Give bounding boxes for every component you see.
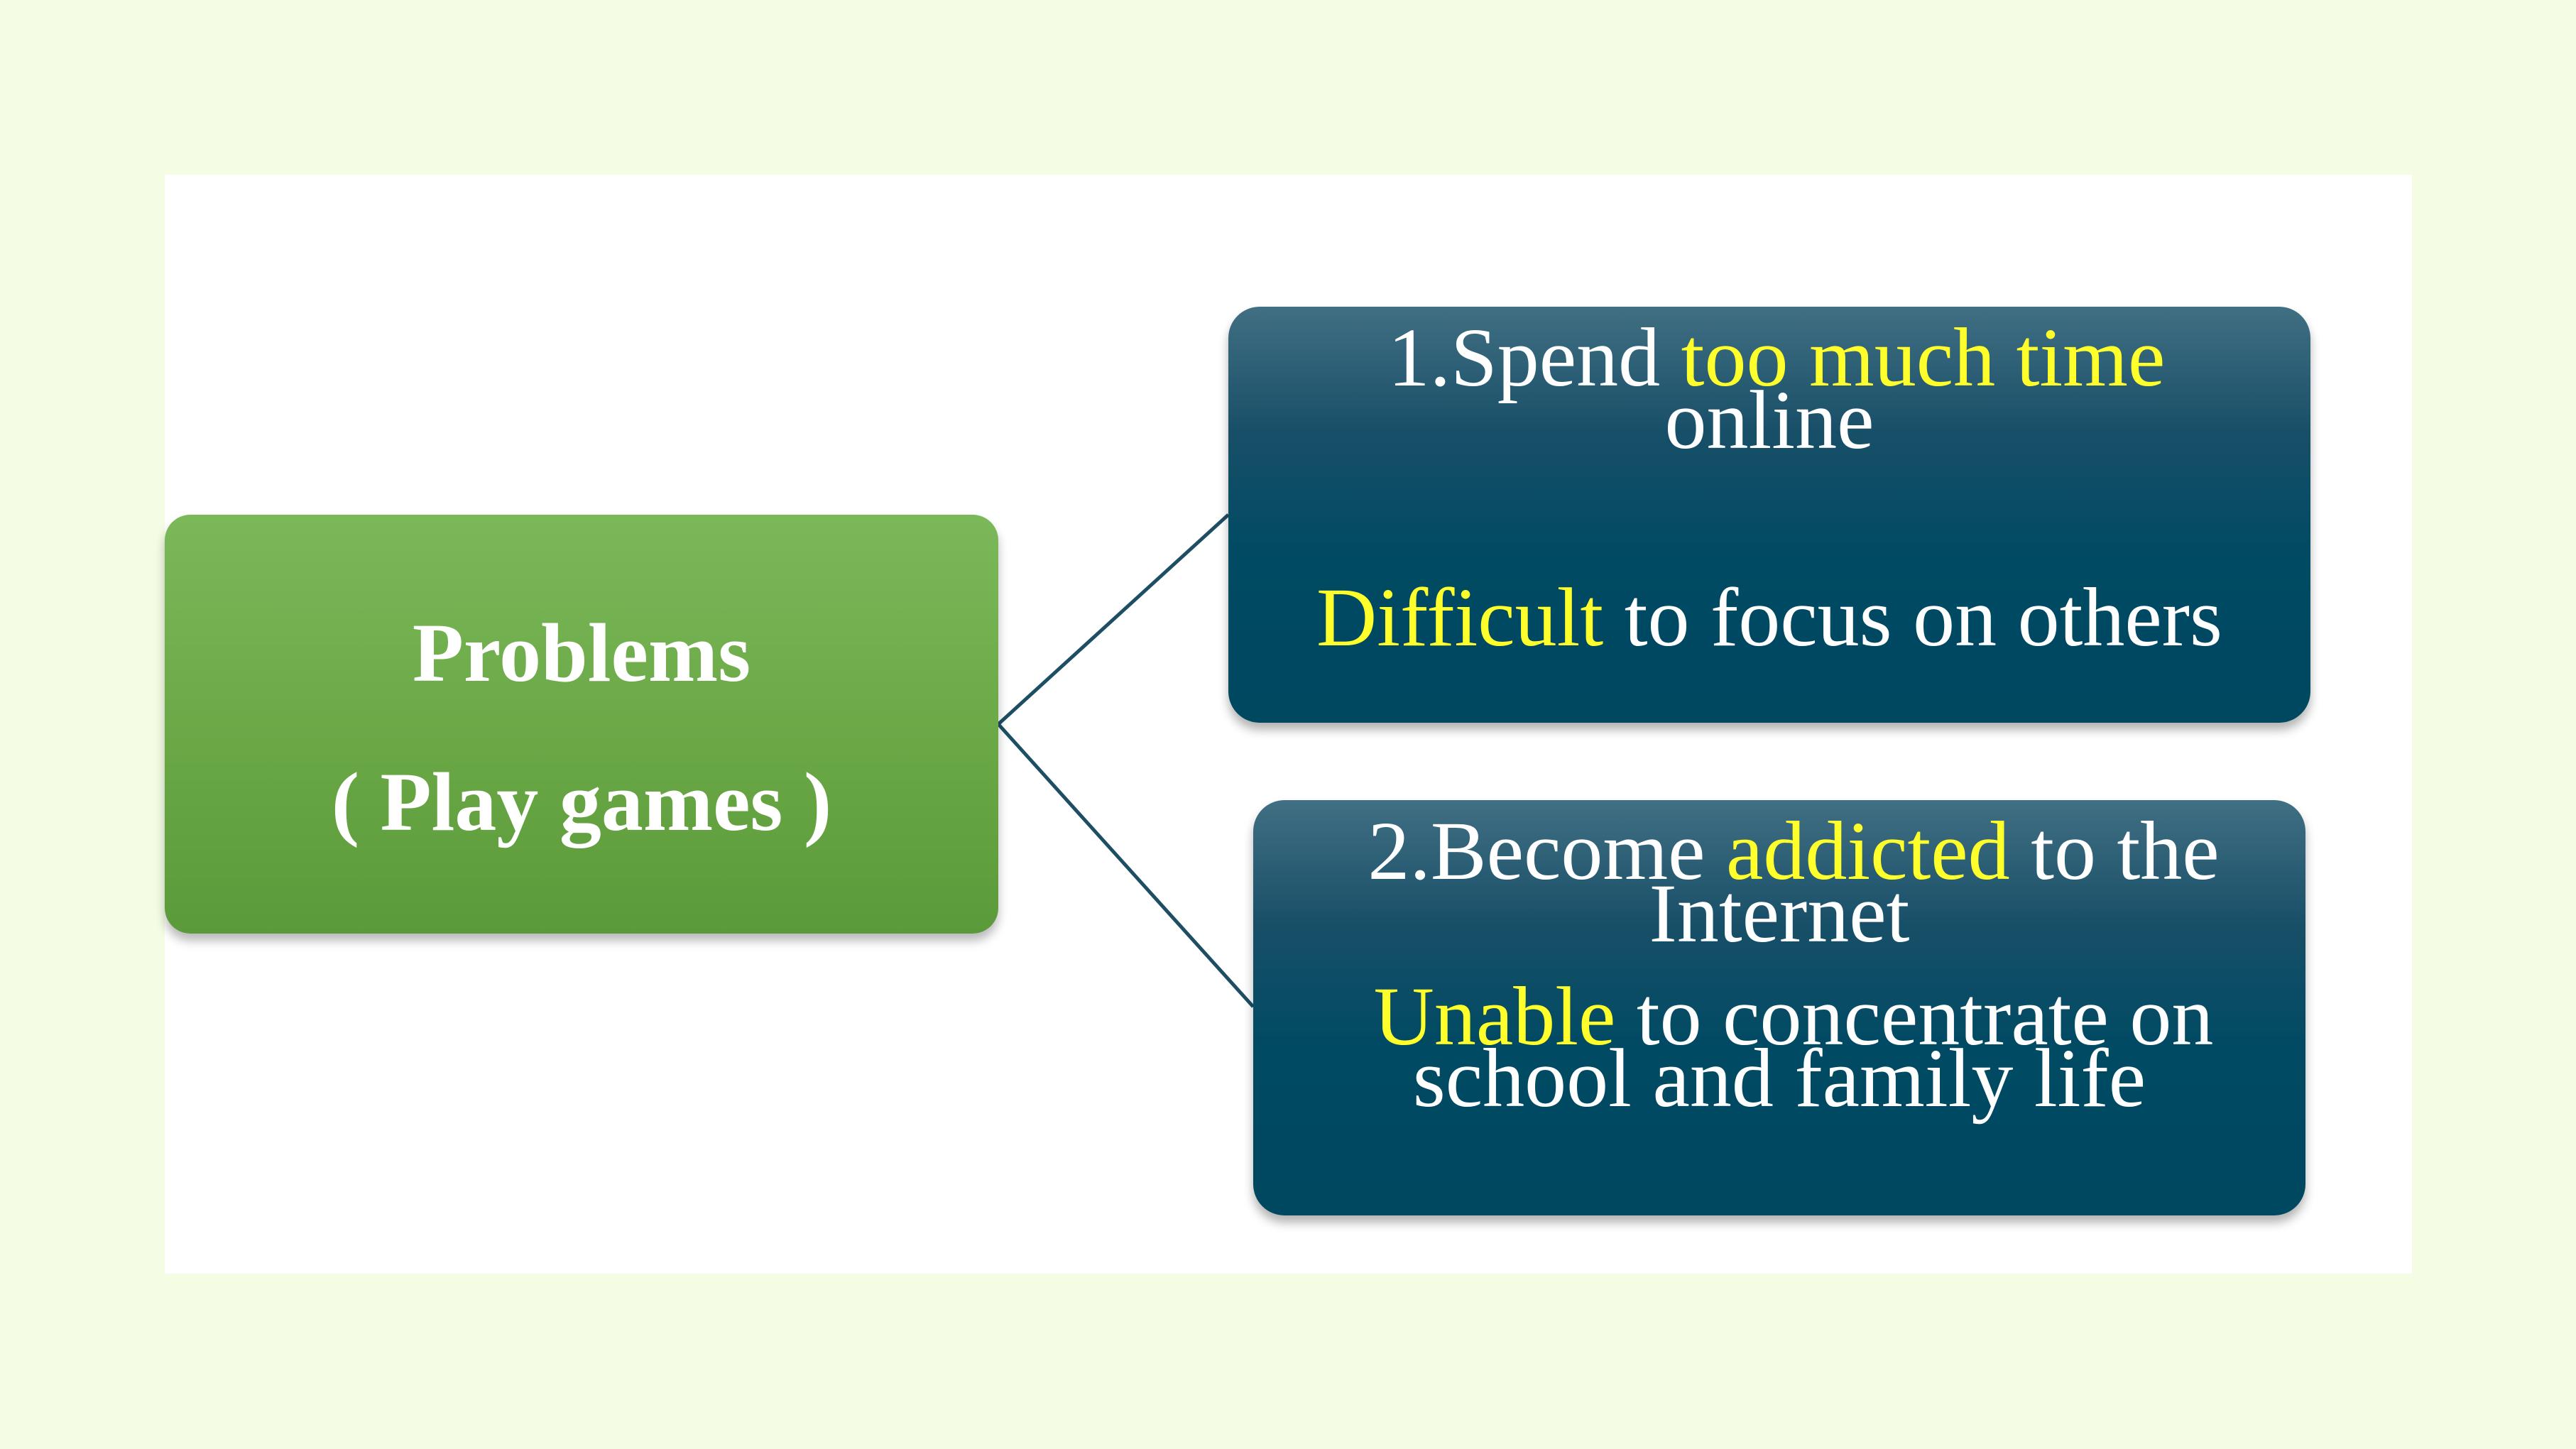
node-1-effect-highlight: Difficult bbox=[1316, 571, 1604, 664]
node-2-effect-highlight: Unable bbox=[1373, 970, 1616, 1063]
node-1-cause-highlight: too much time bbox=[1681, 311, 2166, 404]
node-2-cause: 2.Become addicted to the bbox=[1253, 809, 2305, 894]
problem-node-1: 1.Spend too much time online Difficult t… bbox=[1228, 307, 2310, 723]
node-1-cause-line-2: online bbox=[1664, 373, 1874, 466]
node-2-cause-line-2: Internet bbox=[1649, 867, 1910, 960]
connector-to-node-2 bbox=[997, 723, 1255, 1008]
connector-to-node-1 bbox=[997, 513, 1230, 726]
problem-node-2: 2.Become addicted to the Internet Unable… bbox=[1253, 800, 2305, 1215]
root-title: Problems bbox=[412, 606, 751, 699]
node-2-cause-highlight: addicted bbox=[1725, 804, 2010, 897]
root-node-problems: Problems ( Play games ) bbox=[165, 515, 998, 934]
node-2-cause-text: 2.Become bbox=[1368, 804, 1726, 897]
node-1-effect: Difficult to focus on others bbox=[1228, 575, 2310, 660]
node-1-cause-text: 1.Spend bbox=[1387, 311, 1681, 404]
node-2-effect: Unable to concentrate on bbox=[1253, 974, 2305, 1059]
root-subtitle: ( Play games ) bbox=[331, 755, 832, 848]
node-2-effect-text: to concentrate on bbox=[1615, 970, 2214, 1063]
node-1-cause: 1.Spend too much time bbox=[1228, 315, 2310, 400]
node-2-effect-line-2: school and family life bbox=[1412, 1032, 2146, 1125]
node-2-cause-text-end: to the bbox=[2009, 804, 2220, 897]
node-1-effect-text: to focus on others bbox=[1603, 571, 2222, 664]
